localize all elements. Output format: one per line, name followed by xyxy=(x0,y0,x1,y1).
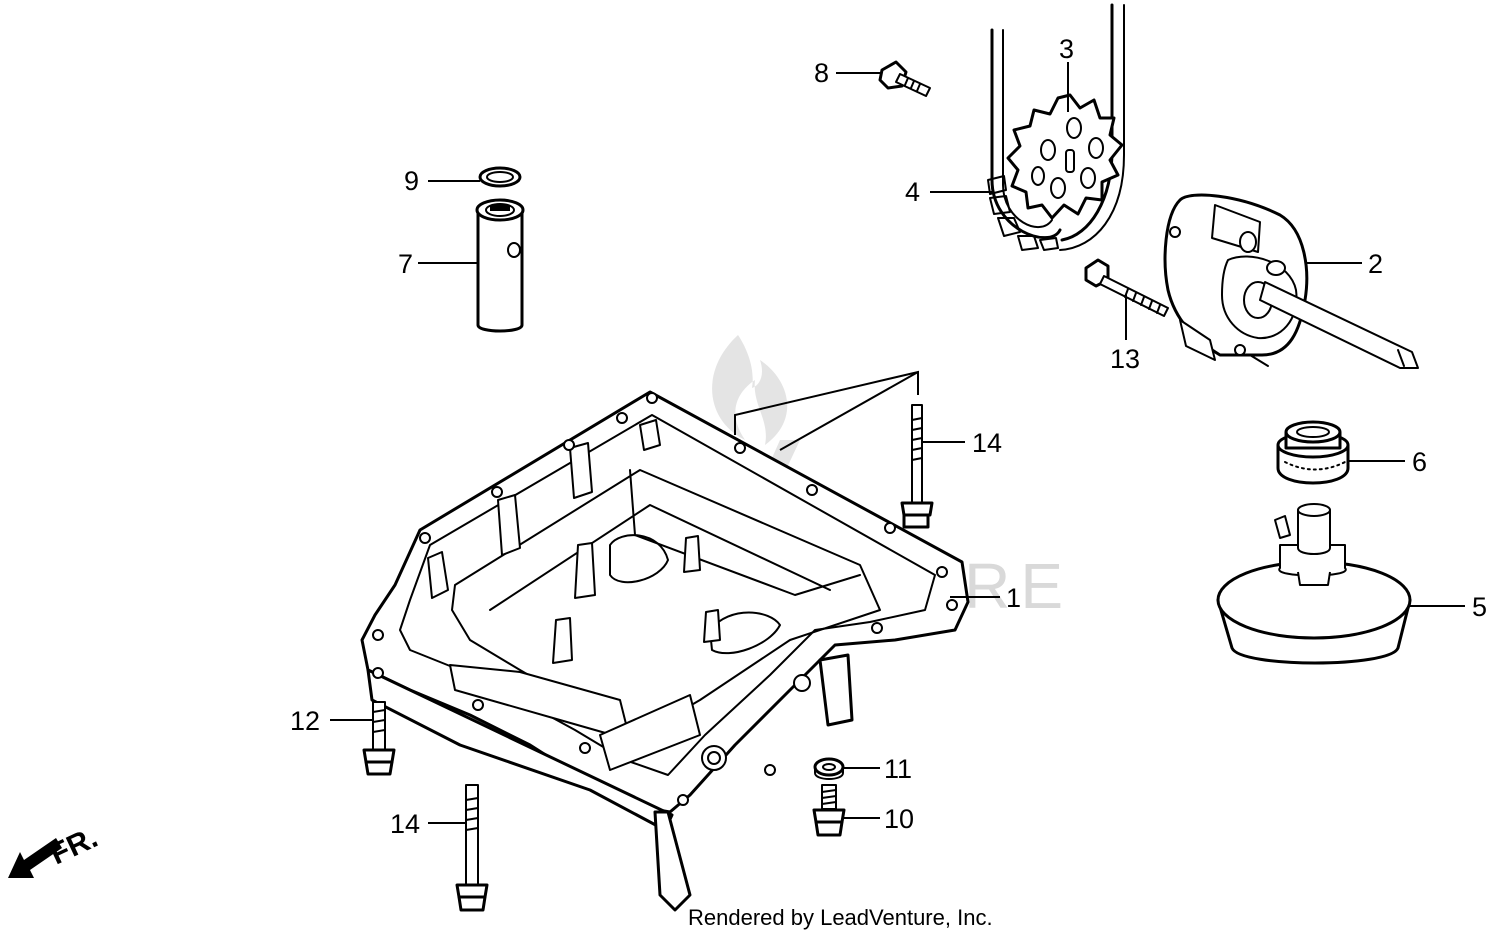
callouts: 1 2 3 4 5 6 7 8 9 10 11 12 13 xyxy=(290,34,1487,839)
callout-11: 11 xyxy=(884,754,912,784)
callout-9: 9 xyxy=(404,166,419,196)
callout-5: 5 xyxy=(1472,592,1487,622)
callout-7: 7 xyxy=(398,249,413,279)
bolt-13[interactable] xyxy=(1084,258,1169,317)
washer[interactable] xyxy=(813,757,845,780)
callout-13: 13 xyxy=(1110,344,1140,374)
oil-pan[interactable] xyxy=(360,370,970,912)
bolt-12[interactable] xyxy=(362,701,396,776)
front-label: FR. xyxy=(45,821,103,871)
callout-4: 4 xyxy=(905,177,920,207)
drain-bolt[interactable] xyxy=(812,784,846,837)
callout-14-upper: 14 xyxy=(972,428,1002,458)
callout-3: 3 xyxy=(1059,34,1074,64)
bolt-14-lower[interactable] xyxy=(455,784,489,912)
callout-10: 10 xyxy=(884,804,914,834)
callout-8: 8 xyxy=(814,58,829,88)
footer-credit: Rendered by LeadVenture, Inc. xyxy=(688,905,993,930)
front-direction-indicator: FR. xyxy=(8,821,103,878)
callout-12: 12 xyxy=(290,706,320,736)
oil-strainer[interactable] xyxy=(1216,503,1412,665)
cam-sprocket[interactable] xyxy=(1006,93,1124,220)
callout-1: 1 xyxy=(1006,583,1021,613)
front-arrow-icon xyxy=(8,838,62,878)
bolt-8[interactable] xyxy=(878,60,931,97)
callout-2: 2 xyxy=(1368,249,1383,279)
strainer-pipe[interactable] xyxy=(475,198,525,333)
rim-bolt-holes xyxy=(372,392,958,806)
bolt-14-upper[interactable] xyxy=(900,404,934,529)
oil-seal[interactable] xyxy=(1276,420,1350,485)
callout-6: 6 xyxy=(1412,447,1427,477)
callout-14-lower: 14 xyxy=(390,809,420,839)
o-ring[interactable] xyxy=(478,166,522,188)
oil-pump[interactable] xyxy=(1163,193,1419,369)
